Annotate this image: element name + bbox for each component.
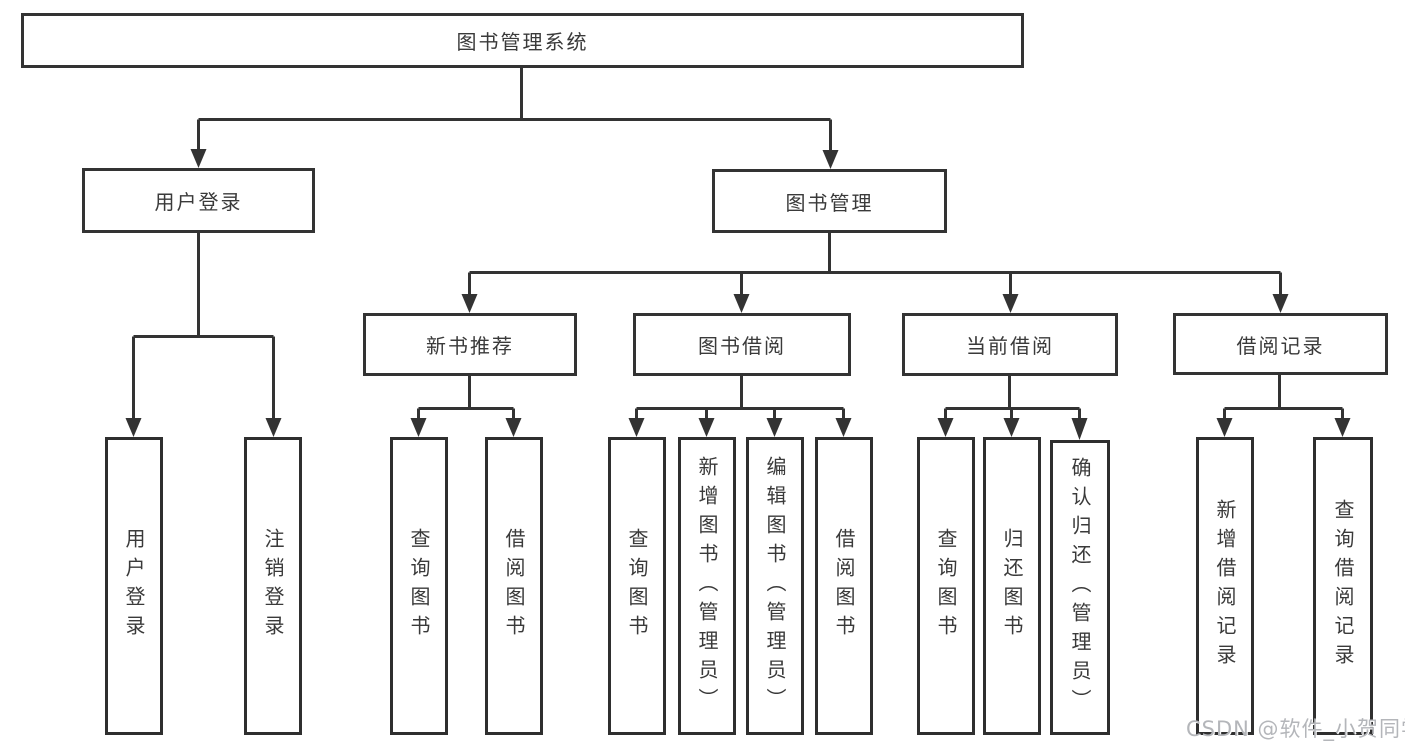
leaf-add-borrow-record: 新增借阅记录	[1196, 437, 1254, 735]
node-current-borrow: 当前借阅	[902, 313, 1118, 376]
node-root-label: 图书管理系统	[456, 30, 589, 54]
leaf-borrow-books-2: 借阅图书	[815, 437, 873, 735]
node-user-login: 用户登录	[82, 168, 315, 233]
leaf-user-login-label: 用户登录	[122, 528, 146, 644]
leaf-confirm-return-admin: 确认归还（管理员）	[1050, 440, 1110, 735]
node-borrow-records: 借阅记录	[1173, 313, 1388, 375]
node-book-management: 图书管理	[712, 169, 947, 233]
node-current-borrow-label: 当前借阅	[966, 334, 1054, 358]
node-new-book-recommend: 新书推荐	[363, 313, 577, 376]
node-user-login-label: 用户登录	[154, 190, 243, 214]
leaf-query-borrow-record-label: 查询借阅记录	[1331, 499, 1355, 673]
arrowhead-icons	[125, 149, 1351, 440]
leaf-add-books-admin: 新增图书（管理员）	[678, 437, 736, 735]
leaf-borrow-books-2-label: 借阅图书	[832, 528, 856, 644]
leaf-add-books-admin-label: 新增图书（管理员）	[695, 455, 719, 717]
leaf-query-books-1: 查询图书	[390, 437, 448, 735]
leaf-query-books-3-label: 查询图书	[934, 528, 958, 644]
leaf-query-books-3: 查询图书	[917, 437, 975, 735]
leaf-query-books-1-label: 查询图书	[407, 528, 431, 644]
leaf-logout: 注销登录	[244, 437, 302, 735]
node-book-borrow: 图书借阅	[633, 313, 851, 376]
leaf-query-books-2-label: 查询图书	[625, 528, 649, 644]
node-borrow-records-label: 借阅记录	[1236, 333, 1325, 358]
leaf-user-login: 用户登录	[105, 437, 163, 735]
leaf-return-books-label: 归还图书	[1000, 528, 1024, 644]
leaf-edit-books-admin-label: 编辑图书（管理员）	[763, 455, 787, 717]
leaf-borrow-books-1-label: 借阅图书	[502, 528, 526, 644]
node-book-borrow-label: 图书借阅	[698, 334, 786, 358]
node-book-management-label: 图书管理	[785, 190, 874, 215]
leaf-query-borrow-record: 查询借阅记录	[1313, 437, 1373, 735]
leaf-return-books: 归还图书	[983, 437, 1041, 735]
watermark-text: CSDN @软件_小贺同学	[1186, 717, 1405, 741]
leaf-confirm-return-admin-label: 确认归还（管理员）	[1068, 457, 1092, 718]
node-new-book-recommend-label: 新书推荐	[426, 334, 514, 358]
node-root-system: 图书管理系统	[21, 13, 1024, 68]
leaf-edit-books-admin: 编辑图书（管理员）	[746, 437, 804, 735]
leaf-query-books-2: 查询图书	[608, 437, 666, 735]
leaf-logout-label: 注销登录	[261, 528, 285, 644]
leaf-borrow-books-1: 借阅图书	[485, 437, 543, 735]
leaf-add-borrow-record-label: 新增借阅记录	[1213, 499, 1237, 673]
